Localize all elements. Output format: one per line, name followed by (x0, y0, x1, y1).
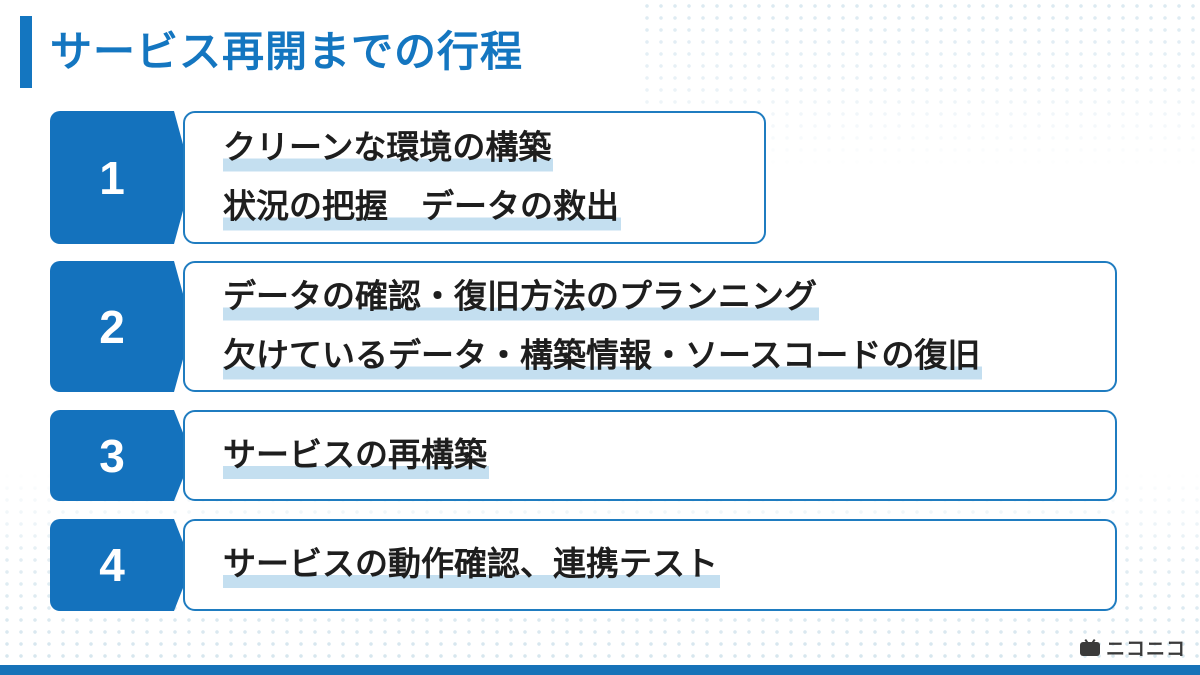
step-card: データの確認・復旧方法のプランニング 欠けているデータ・構築情報・ソースコードの… (183, 261, 1117, 392)
step-text: データの確認・復旧方法のプランニング (223, 274, 819, 320)
niconico-logo: ニコニコ (1079, 636, 1186, 660)
tv-icon (1079, 638, 1100, 656)
step-text: サービスの動作確認、連携テスト (223, 542, 720, 588)
step-2: 2 データの確認・復旧方法のプランニング 欠けているデータ・構築情報・ソースコー… (50, 261, 1117, 392)
page-title: サービス再開までの行程 (50, 27, 524, 76)
step-number-badge: 4 (50, 519, 192, 611)
step-text: サービスの再構築 (223, 432, 489, 479)
step-number-badge: 2 (50, 261, 192, 392)
step-4: 4 サービスの動作確認、連携テスト (50, 519, 1117, 611)
step-number-badge: 1 (50, 111, 192, 244)
footer-bar (0, 665, 1200, 675)
step-number: 2 (99, 300, 125, 353)
logo-text: ニコニコ (1105, 637, 1186, 660)
step-1: 1 クリーンな環境の構築 状況の把握 データの救出 (50, 111, 766, 244)
step-card: サービスの再構築 (183, 410, 1117, 501)
step-number: 4 (99, 539, 125, 591)
step-number: 3 (99, 429, 125, 482)
step-card: サービスの動作確認、連携テスト (183, 519, 1117, 611)
step-card: クリーンな環境の構築 状況の把握 データの救出 (183, 111, 766, 244)
step-number-badge: 3 (50, 410, 192, 501)
step-text: 状況の把握 データの救出 (223, 184, 621, 230)
step-text: 欠けているデータ・構築情報・ソースコードの復旧 (223, 333, 983, 379)
step-text: クリーンな環境の構築 (223, 125, 554, 171)
title-accent-bar (20, 16, 32, 88)
step-3: 3 サービスの再構築 (50, 410, 1117, 501)
step-number: 1 (99, 151, 125, 204)
